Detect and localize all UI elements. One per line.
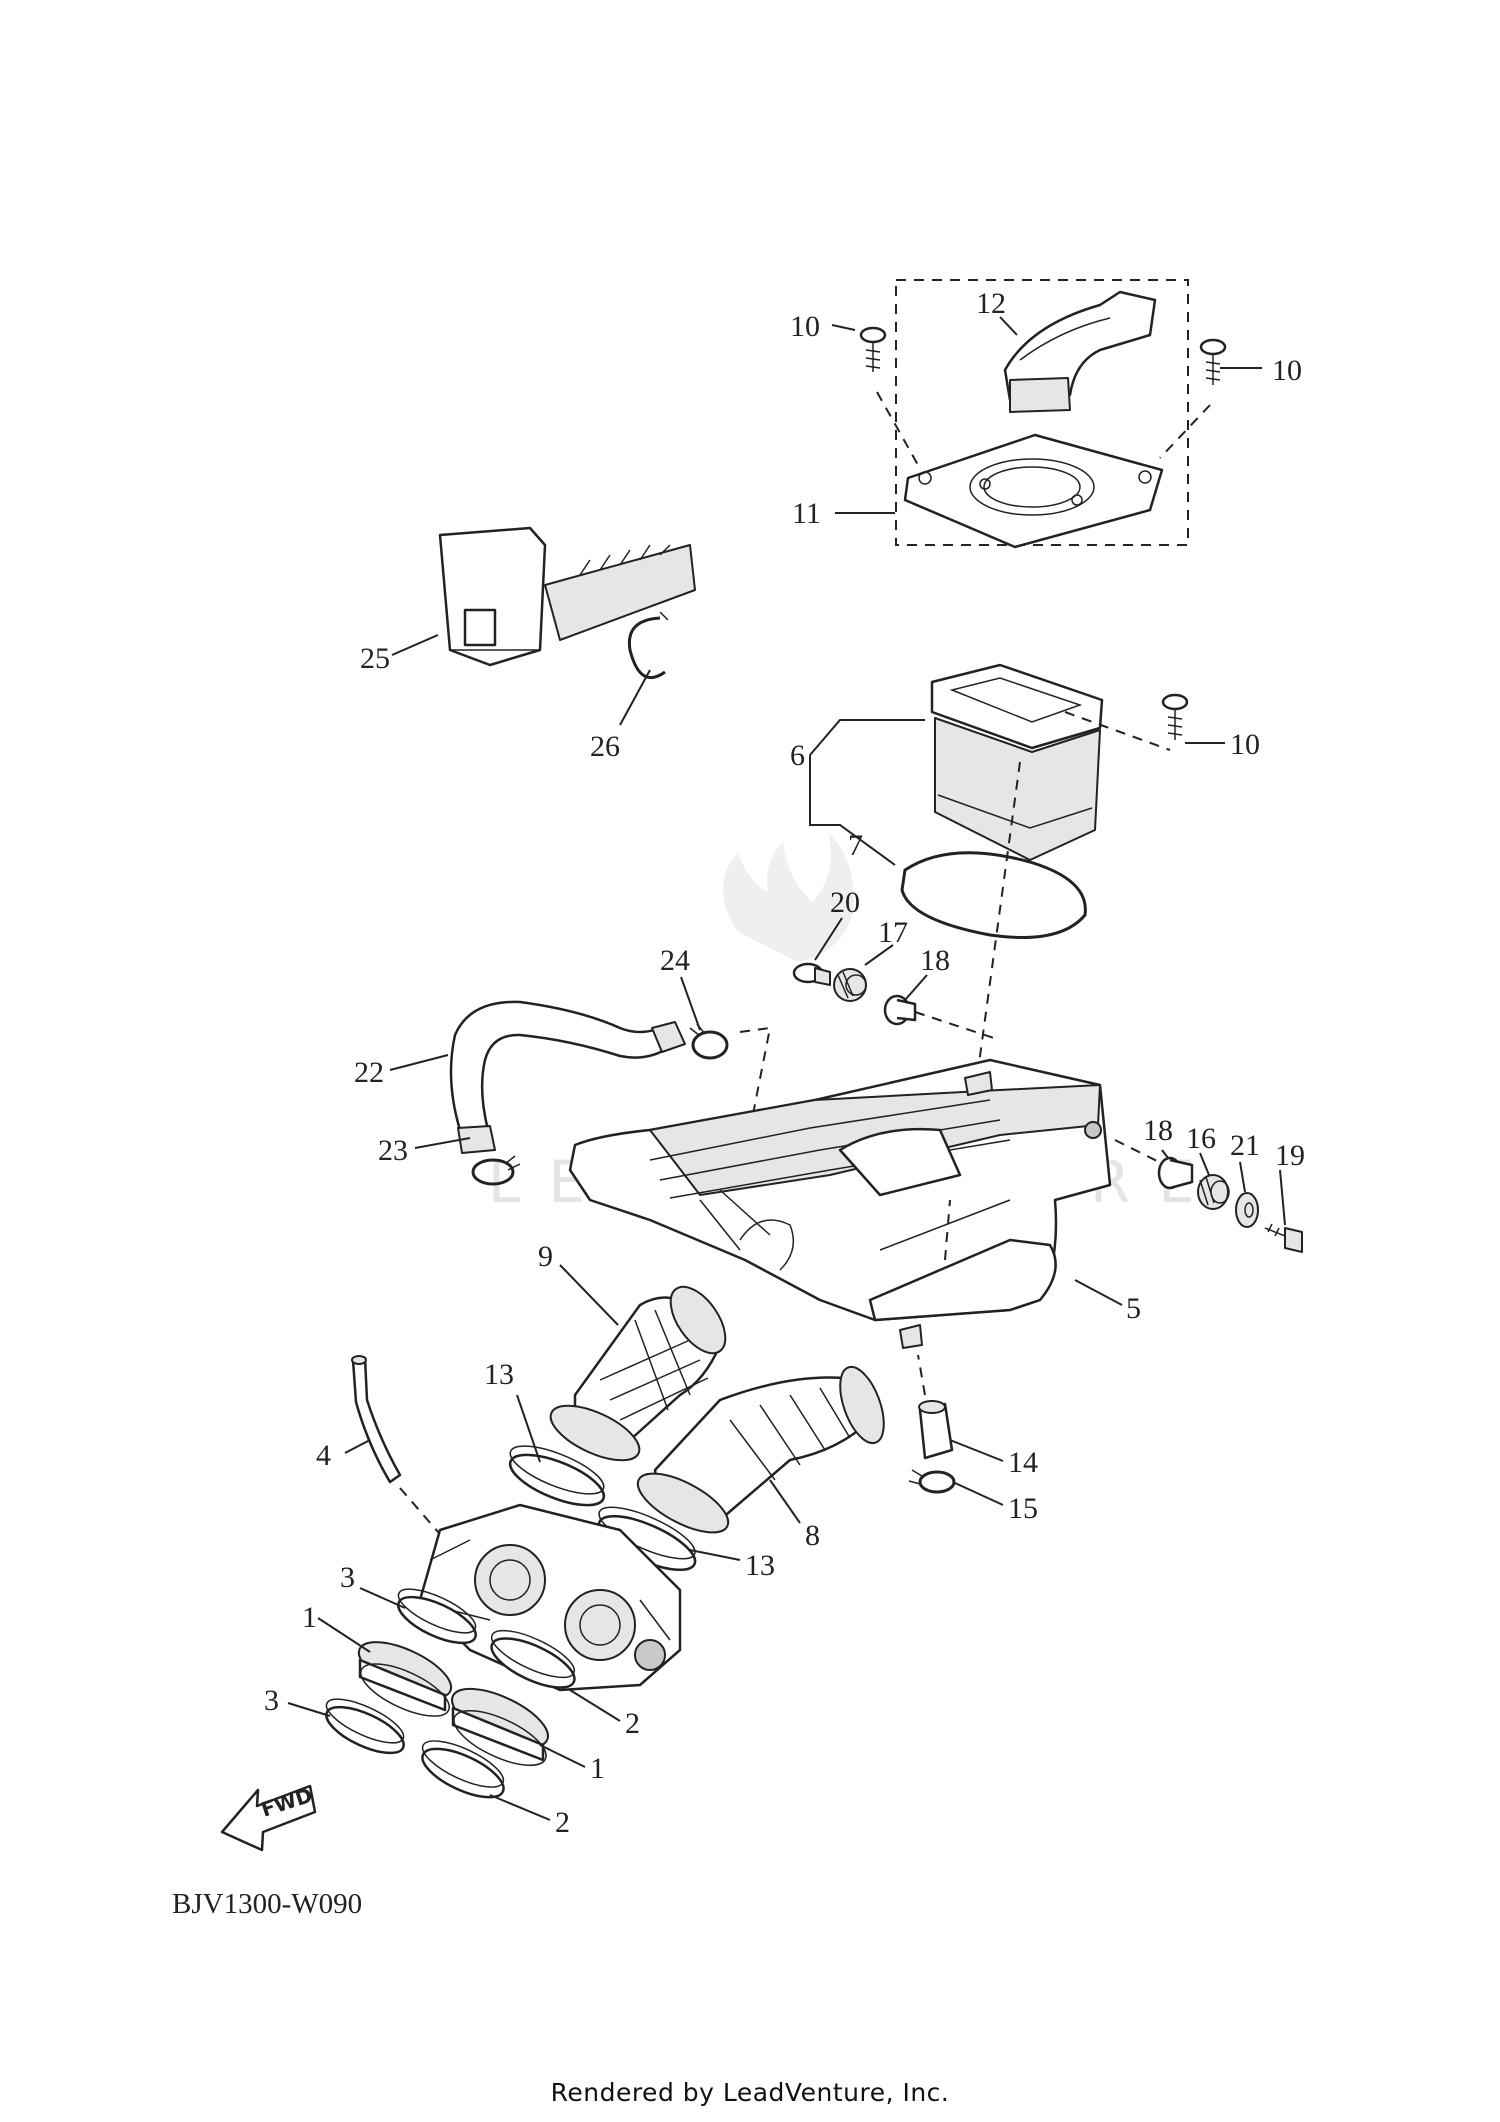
callout-14: 14 (1008, 1446, 1038, 1479)
part-9-intake-duct[interactable] (543, 1277, 736, 1471)
callout-18-top: 18 (920, 944, 950, 977)
callout-2-upper: 2 (625, 1707, 640, 1740)
callout-15: 15 (1008, 1492, 1038, 1525)
callout-10-top-right: 10 (1272, 354, 1302, 387)
part-16-grommet[interactable] (1197, 1174, 1230, 1210)
part-3-band-upper[interactable] (392, 1581, 482, 1653)
callout-16: 16 (1186, 1122, 1216, 1155)
callout-labels: 10 10 12 11 25 26 10 6 7 20 17 18 24 22 … (264, 287, 1305, 1839)
callout-17: 17 (878, 916, 908, 949)
callout-23: 23 (378, 1134, 408, 1167)
part-12-duct[interactable] (1003, 290, 1157, 413)
callout-9: 9 (538, 1240, 553, 1273)
callout-4: 4 (316, 1439, 331, 1472)
part-4-hose[interactable] (351, 1355, 402, 1484)
leader-lines (287, 316, 1286, 1821)
callout-25: 25 (360, 642, 390, 675)
part-20-bolt[interactable] (792, 962, 831, 986)
part-5-air-box[interactable] (568, 1058, 1112, 1349)
part-24-clamp[interactable] (689, 1023, 729, 1060)
part-15-clamp[interactable] (908, 1469, 956, 1494)
part-17-grommet[interactable] (833, 968, 867, 1002)
part-6-air-funnel[interactable] (930, 663, 1104, 861)
callout-10-top-left: 10 (790, 310, 820, 343)
part-14-drain-hose[interactable] (918, 1400, 954, 1460)
callout-6: 6 (790, 739, 805, 772)
part-13-band-upper[interactable] (504, 1436, 610, 1515)
callout-5: 5 (1126, 1292, 1141, 1325)
part-10-screw-top-right[interactable] (1199, 338, 1227, 385)
callout-19: 19 (1275, 1139, 1305, 1172)
part-25-bracket[interactable] (438, 526, 696, 667)
callout-7: 7 (848, 829, 863, 862)
part-2-band-upper[interactable] (485, 1621, 581, 1697)
diagram-code: BJV1300-W090 (172, 1888, 363, 1920)
callout-13-upper: 13 (484, 1358, 514, 1391)
callout-26: 26 (590, 730, 620, 763)
part-8-intake-duct[interactable] (629, 1361, 892, 1544)
render-credit: Rendered by LeadVenture, Inc. (550, 2078, 950, 2107)
part-10-screw-top-left[interactable] (859, 326, 887, 372)
callout-24: 24 (660, 944, 690, 977)
fwd-arrow: FWD (220, 1783, 317, 1852)
part-26-clip[interactable] (627, 611, 669, 679)
part-10-screw-funnel[interactable] (1161, 693, 1189, 740)
callout-11: 11 (792, 497, 821, 530)
callout-13-lower: 13 (745, 1549, 775, 1582)
part-23-clamp[interactable] (471, 1155, 521, 1186)
callout-3-lower: 3 (264, 1684, 279, 1717)
callout-18-side: 18 (1143, 1114, 1173, 1147)
callout-22: 22 (354, 1056, 384, 1089)
callout-20: 20 (830, 886, 860, 919)
part-18-collar-top[interactable] (883, 994, 917, 1026)
part-1-joint-left[interactable] (351, 1631, 459, 1727)
callout-1-right: 1 (590, 1752, 605, 1785)
callout-21: 21 (1230, 1129, 1260, 1162)
part-22-breather-hose[interactable] (449, 1000, 686, 1154)
part-21-washer[interactable] (1235, 1192, 1259, 1228)
throttle-body-assembly (418, 1503, 682, 1692)
part-7-o-ring[interactable] (900, 851, 1087, 939)
callout-10-funnel: 10 (1230, 728, 1260, 761)
part-1-joint-right[interactable] (444, 1677, 556, 1776)
part-3-band-lower[interactable] (320, 1691, 410, 1763)
callout-12: 12 (976, 287, 1006, 320)
part-11-plate[interactable] (903, 433, 1164, 549)
part-19-bolt[interactable] (1264, 1223, 1303, 1253)
part-18-collar-side[interactable] (1157, 1156, 1194, 1190)
part-2-band-lower[interactable] (416, 1732, 510, 1807)
callout-2-lower: 2 (555, 1806, 570, 1839)
callout-1-left: 1 (302, 1601, 317, 1634)
optional-kit-box (895, 279, 1189, 546)
callout-8: 8 (805, 1519, 820, 1552)
callout-3-upper: 3 (340, 1561, 355, 1594)
